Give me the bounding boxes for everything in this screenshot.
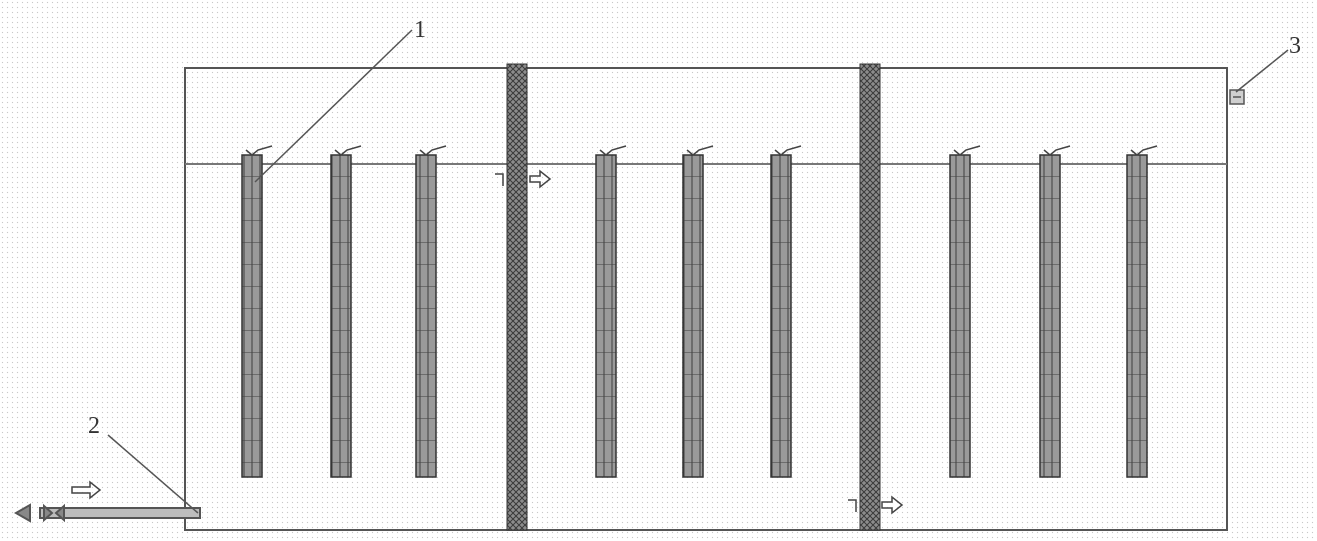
inlet-pipe: [13, 503, 201, 523]
callout-label-3: 3: [1289, 33, 1301, 59]
flow-arrow-compartment-2-3: [848, 495, 904, 515]
partition-wall-1: [506, 63, 528, 531]
electrode-plate-2: [330, 145, 362, 478]
partition-wall-2: [859, 63, 881, 531]
flow-arrow-compartment-1-2: [495, 169, 552, 189]
tank-outline: [184, 67, 1228, 531]
electrode-plate-7: [949, 145, 981, 478]
electrode-plates: [241, 145, 1158, 478]
flow-arrow-inlet: [71, 480, 102, 500]
electrode-plate-9: [1126, 145, 1158, 478]
electrode-plate-4: [595, 145, 627, 478]
electrode-plate-8: [1039, 145, 1071, 478]
leader-line-3: [1235, 49, 1289, 93]
electrode-plate-1: [241, 145, 273, 478]
electrode-plate-3: [415, 145, 447, 478]
callout-label-1: 1: [414, 17, 426, 43]
electrode-plate-5: [682, 145, 714, 478]
outlet-fitting: [1229, 89, 1245, 105]
leader-line-1: [254, 29, 413, 183]
electrode-plate-6: [770, 145, 802, 478]
callout-label-2: 2: [88, 413, 100, 439]
leader-line-2: [107, 434, 199, 514]
